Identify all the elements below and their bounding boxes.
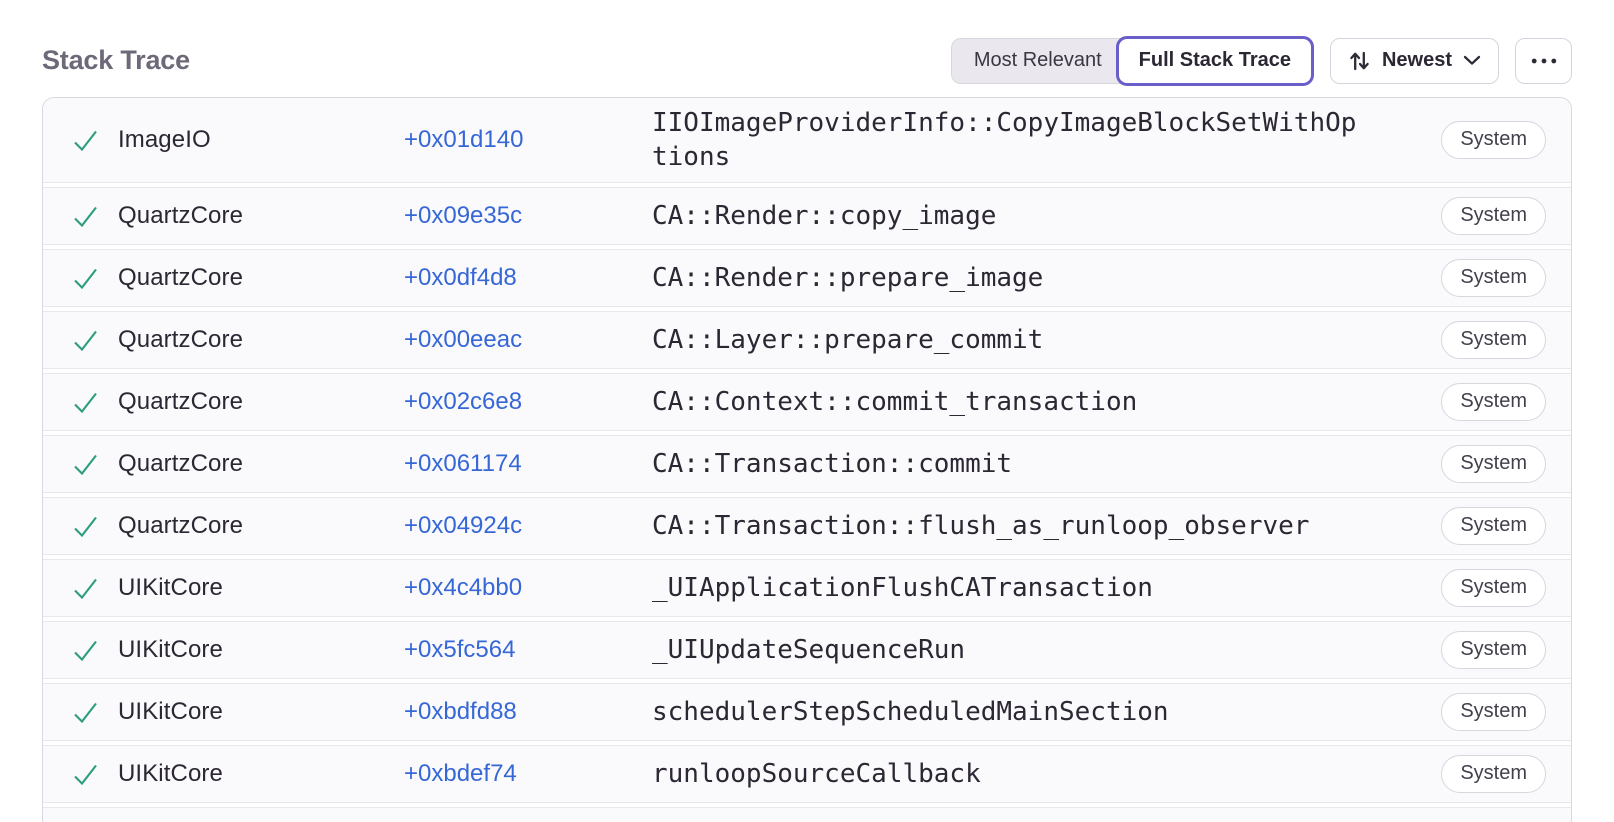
module-name: QuartzCore bbox=[118, 450, 244, 477]
status-badge: System bbox=[1441, 755, 1546, 793]
table-row-partial bbox=[43, 807, 1571, 822]
check-icon bbox=[43, 128, 99, 153]
address-link[interactable]: +0x061174 bbox=[404, 450, 522, 477]
status-badge: System bbox=[1441, 693, 1546, 731]
module-name: QuartzCore bbox=[118, 202, 244, 229]
ellipsis-icon bbox=[1531, 58, 1557, 64]
check-icon bbox=[43, 576, 99, 601]
panel-header: Stack Trace Most Relevant Full Stack Tra… bbox=[0, 0, 1614, 97]
address-link[interactable]: +0x02c6e8 bbox=[404, 388, 523, 415]
sort-arrows-icon bbox=[1348, 49, 1371, 73]
check-icon bbox=[43, 328, 99, 353]
address-link[interactable]: +0x04924c bbox=[404, 512, 523, 539]
more-options-button[interactable] bbox=[1515, 37, 1572, 84]
stack-trace-table: ImageIO +0x01d140 IIOImageProviderInfo::… bbox=[42, 97, 1572, 822]
status-badge: System bbox=[1441, 197, 1546, 235]
status-badge: System bbox=[1441, 445, 1546, 483]
module-name: UIKitCore bbox=[118, 636, 223, 663]
function-name: _UIUpdateSequenceRun bbox=[652, 635, 966, 665]
page-title: Stack Trace bbox=[42, 45, 190, 75]
module-name: UIKitCore bbox=[118, 760, 223, 787]
function-name: CA::Render::prepare_image bbox=[652, 263, 1044, 293]
status-badge: System bbox=[1441, 259, 1546, 297]
module-name: QuartzCore bbox=[118, 326, 244, 353]
table-row[interactable]: UIKitCore +0x4c4bb0 _UIApplicationFlushC… bbox=[43, 559, 1571, 617]
function-name: CA::Context::commit_transaction bbox=[652, 387, 1138, 417]
header-controls: Most Relevant Full Stack Trace Newest bbox=[950, 35, 1572, 86]
check-icon bbox=[43, 700, 99, 725]
most-relevant-button[interactable]: Most Relevant bbox=[950, 37, 1126, 84]
full-stack-trace-button[interactable]: Full Stack Trace bbox=[1115, 35, 1314, 86]
table-row[interactable]: QuartzCore +0x02c6e8 CA::Context::commit… bbox=[43, 373, 1571, 431]
function-name: CA::Layer::prepare_commit bbox=[652, 325, 1044, 355]
check-icon bbox=[43, 452, 99, 477]
sort-newest-label: Newest bbox=[1381, 49, 1452, 71]
address-link[interactable]: +0xbdef74 bbox=[404, 760, 517, 787]
function-name: CA::Render::copy_image bbox=[652, 201, 997, 231]
function-name: _UIApplicationFlushCATransaction bbox=[652, 573, 1153, 603]
function-name: CA::Transaction::flush_as_runloop_observ… bbox=[652, 511, 1310, 541]
table-row[interactable]: UIKitCore +0x5fc564 _UIUpdateSequenceRun… bbox=[43, 621, 1571, 679]
table-row[interactable]: QuartzCore +0x04924c CA::Transaction::fl… bbox=[43, 497, 1571, 555]
module-name: QuartzCore bbox=[118, 388, 244, 415]
address-link[interactable]: +0xbdfd88 bbox=[404, 698, 517, 725]
status-badge: System bbox=[1441, 631, 1546, 669]
check-icon bbox=[43, 762, 99, 787]
table-row[interactable]: UIKitCore +0xbdfd88 schedulerStepSchedul… bbox=[43, 683, 1571, 741]
table-row[interactable]: QuartzCore +0x00eeac CA::Layer::prepare_… bbox=[43, 311, 1571, 369]
table-row[interactable]: UIKitCore +0xbdef74 runloopSourceCallbac… bbox=[43, 745, 1571, 803]
table-row[interactable]: QuartzCore +0x0df4d8 CA::Render::prepare… bbox=[43, 249, 1571, 307]
function-name: schedulerStepScheduledMainSection bbox=[652, 697, 1169, 727]
status-badge: System bbox=[1441, 383, 1546, 421]
module-name: UIKitCore bbox=[118, 574, 223, 601]
status-badge: System bbox=[1441, 121, 1546, 159]
table-row[interactable]: ImageIO +0x01d140 IIOImageProviderInfo::… bbox=[43, 98, 1571, 183]
module-name: UIKitCore bbox=[118, 698, 223, 725]
module-name: ImageIO bbox=[118, 126, 211, 153]
address-link[interactable]: +0x4c4bb0 bbox=[404, 574, 523, 601]
check-icon bbox=[43, 266, 99, 291]
function-name: IIOImageProviderInfo::CopyImageBlockSetW… bbox=[652, 108, 1357, 172]
module-name: QuartzCore bbox=[118, 264, 244, 291]
sort-newest-button[interactable]: Newest bbox=[1329, 37, 1499, 84]
check-icon bbox=[43, 204, 99, 229]
function-name: CA::Transaction::commit bbox=[652, 449, 1013, 479]
table-row[interactable]: QuartzCore +0x061174 CA::Transaction::co… bbox=[43, 435, 1571, 493]
module-name: QuartzCore bbox=[118, 512, 244, 539]
address-link[interactable]: +0x09e35c bbox=[404, 202, 523, 229]
status-badge: System bbox=[1441, 321, 1546, 359]
address-link[interactable]: +0x5fc564 bbox=[404, 636, 516, 663]
table-row[interactable]: QuartzCore +0x09e35c CA::Render::copy_im… bbox=[43, 187, 1571, 245]
address-link[interactable]: +0x0df4d8 bbox=[404, 264, 517, 291]
check-icon bbox=[43, 514, 99, 539]
address-link[interactable]: +0x01d140 bbox=[404, 126, 524, 153]
function-name: runloopSourceCallback bbox=[652, 759, 981, 789]
address-link[interactable]: +0x00eeac bbox=[404, 326, 523, 353]
view-toggle: Most Relevant Full Stack Trace bbox=[950, 35, 1314, 86]
status-badge: System bbox=[1441, 507, 1546, 545]
check-icon bbox=[43, 390, 99, 415]
status-badge: System bbox=[1441, 569, 1546, 607]
check-icon bbox=[43, 638, 99, 663]
chevron-down-icon bbox=[1463, 55, 1481, 66]
